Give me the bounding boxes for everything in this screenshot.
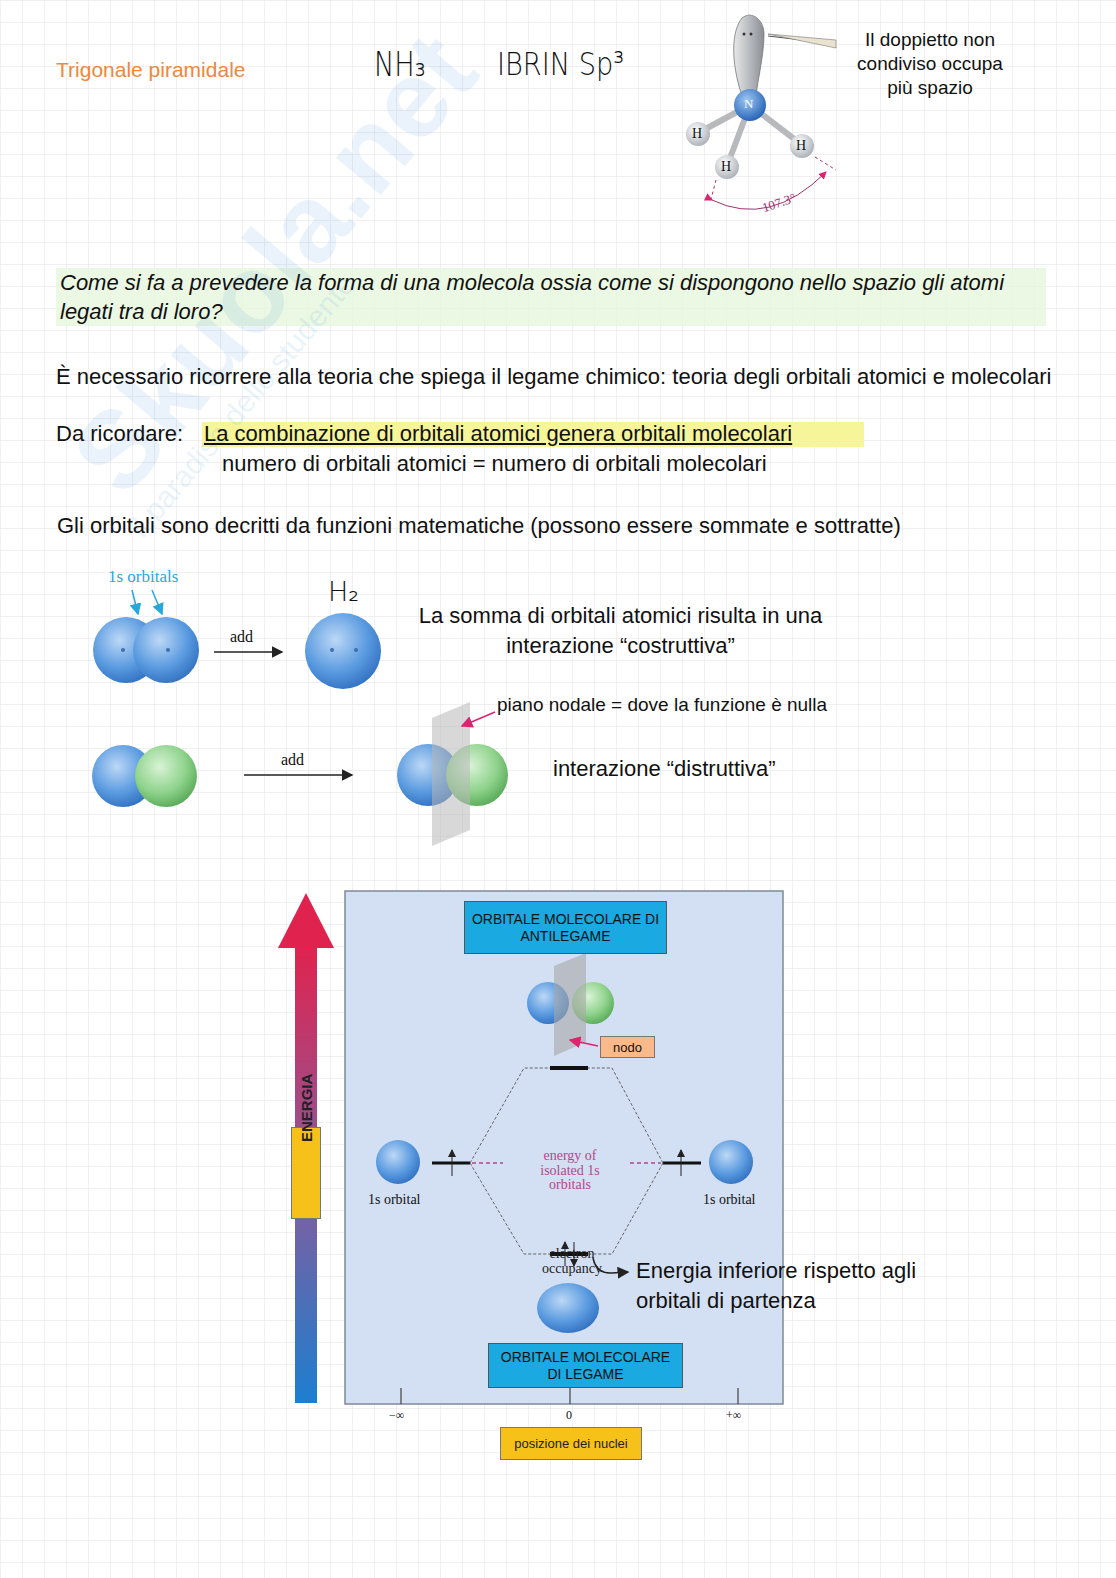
note-text: interazione “distruttiva” — [553, 755, 776, 784]
node-text: ORBITALE MOLECOLARE DI ANTILEGAME — [471, 911, 660, 945]
axis-label: ENERGIA — [291, 1127, 321, 1219]
note-text: add — [230, 627, 253, 648]
note-text: H — [721, 158, 731, 176]
note-text: numero di orbitali atomici = numero di o… — [222, 450, 767, 479]
note-text: H — [796, 137, 806, 155]
note-text: È necessario ricorrere alla teoria che s… — [56, 363, 1076, 392]
note-text: Trigonale piramidale — [56, 56, 245, 83]
note-text: −∞ — [389, 1408, 404, 1424]
note-text: Energia inferiore rispetto agli orbitali… — [636, 1256, 926, 1315]
note-text: NH₃ — [374, 42, 426, 86]
note-text: add — [281, 750, 304, 771]
note-text: Come si fa a prevedere la forma di una m… — [60, 268, 1050, 327]
note-text: N — [744, 96, 753, 113]
node-text: nodo — [613, 1040, 642, 1055]
note-text: 0 — [566, 1408, 572, 1424]
note-text: 1s orbital — [703, 1191, 756, 1209]
node-text: posizione dei nuclei — [514, 1436, 627, 1451]
note-text: piano nodale = dove la funzione è nulla — [497, 693, 827, 718]
label-box: ORBITALE MOLECOLARE DI ANTILEGAME — [464, 901, 667, 954]
note-text: 1s orbital — [368, 1191, 421, 1209]
note-text: +∞ — [726, 1408, 741, 1424]
note-text: La combinazione di orbitali atomici gene… — [204, 420, 792, 449]
note-text: H — [692, 125, 702, 143]
label-box: nodo — [600, 1036, 655, 1058]
note-text: Da ricordare: — [56, 420, 183, 449]
note-text: 1s orbitals — [108, 566, 178, 588]
note-text: Il doppietto non condiviso occupa più sp… — [842, 28, 1018, 99]
diagram-panel: energy of isolated 1s orbitals electron o… — [345, 891, 783, 1404]
node-text: energy of isolated 1s orbitals — [525, 1149, 615, 1193]
note-text: H₂ — [328, 574, 359, 609]
label-box: ORBITALE MOLECOLARE DI LEGAME — [488, 1343, 683, 1388]
note-text: La somma di orbitali atomici risulta in … — [418, 601, 823, 660]
node-text: ORBITALE MOLECOLARE DI LEGAME — [495, 1349, 676, 1383]
note-text: IBRIN Sp³ — [497, 44, 624, 86]
node-text: ENERGIA — [298, 1114, 315, 1142]
note-text: Gli orbitali sono decritti da funzioni m… — [57, 512, 901, 541]
axis-label: posizione dei nuclei — [500, 1427, 642, 1460]
node-text: electron occupancy — [522, 1247, 622, 1276]
